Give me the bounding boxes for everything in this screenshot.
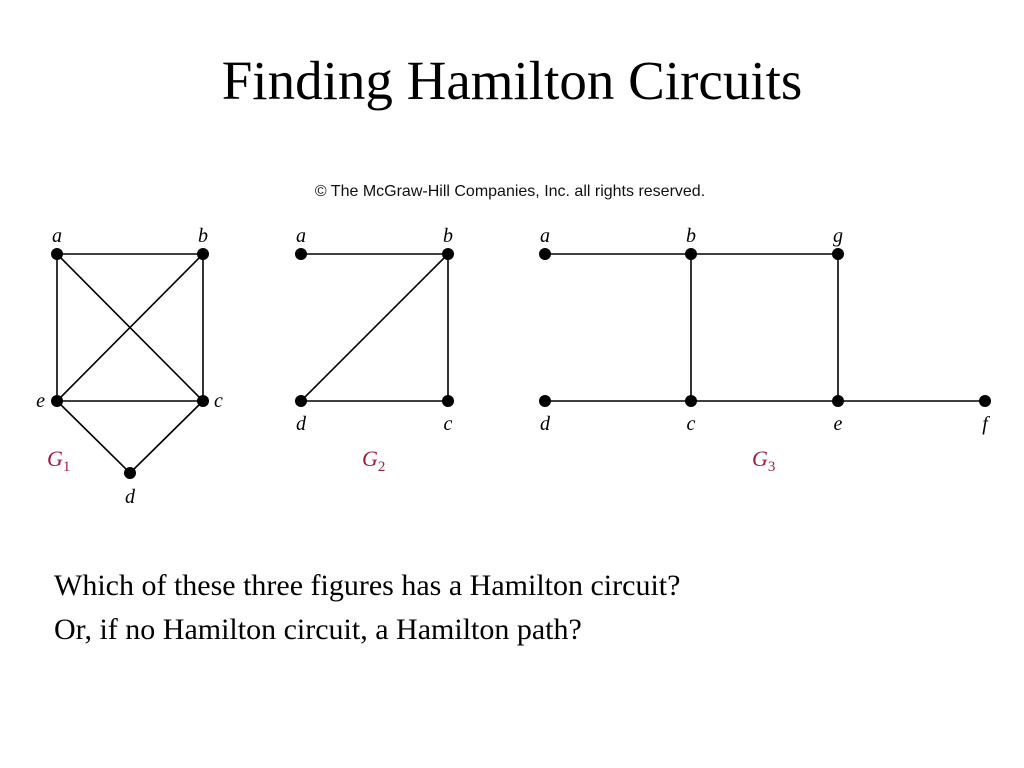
vertex-label-d: d [540, 413, 551, 435]
vertex-label-c: c [687, 413, 696, 435]
vertex-label-d: d [296, 413, 307, 435]
vertex-e [832, 395, 844, 407]
graph-g1: a b c d eG1 [36, 225, 223, 508]
graph-diagram: © The McGraw-Hill Companies, Inc. all ri… [36, 183, 991, 508]
vertex-f [979, 395, 991, 407]
vertex-label-c: c [444, 413, 453, 435]
vertex-b [442, 248, 454, 260]
vertex-b [197, 248, 209, 260]
vertex-c [442, 395, 454, 407]
vertex-label-f: f [982, 413, 990, 435]
vertex-label-b: b [686, 225, 696, 247]
vertex-label-c: c [214, 390, 223, 412]
graph-g3: a b c d e f gG3 [539, 225, 991, 475]
graph-label-g2: G2 [362, 446, 385, 475]
edge-e-d [56, 400, 131, 474]
question-line-1: Which of these three figures has a Hamil… [54, 569, 681, 602]
vertex-a [539, 248, 551, 260]
vertex-label-a: a [296, 225, 306, 247]
copyright-notice: © The McGraw-Hill Companies, Inc. all ri… [315, 183, 705, 200]
vertex-c [685, 395, 697, 407]
vertex-c [197, 395, 209, 407]
vertex-label-a: a [52, 225, 62, 247]
vertex-label-e: e [834, 413, 843, 435]
vertex-d [124, 467, 136, 479]
vertex-a [295, 248, 307, 260]
question-line-2: Or, if no Hamilton circuit, a Hamilton p… [54, 613, 582, 646]
vertex-label-g: g [833, 225, 843, 247]
vertex-label-d: d [125, 486, 136, 508]
vertex-label-b: b [443, 225, 453, 247]
vertex-a [51, 248, 63, 260]
edge-b-e [56, 253, 204, 402]
graph-label-g3: G3 [752, 446, 775, 475]
vertex-d [539, 395, 551, 407]
vertex-d [295, 395, 307, 407]
vertex-label-b: b [198, 225, 208, 247]
vertex-e [51, 395, 63, 407]
slide-title: Finding Hamilton Circuits [221, 50, 803, 111]
vertex-b [685, 248, 697, 260]
question-text: Which of these three figures has a Hamil… [54, 564, 994, 652]
vertex-g [832, 248, 844, 260]
edge-b-d [300, 253, 449, 402]
edge-c-d [129, 400, 204, 474]
vertex-label-e: e [36, 390, 45, 412]
vertex-label-a: a [540, 225, 550, 247]
graph-label-g1: G1 [47, 446, 70, 475]
graph-g2: a b c dG2 [295, 225, 454, 475]
